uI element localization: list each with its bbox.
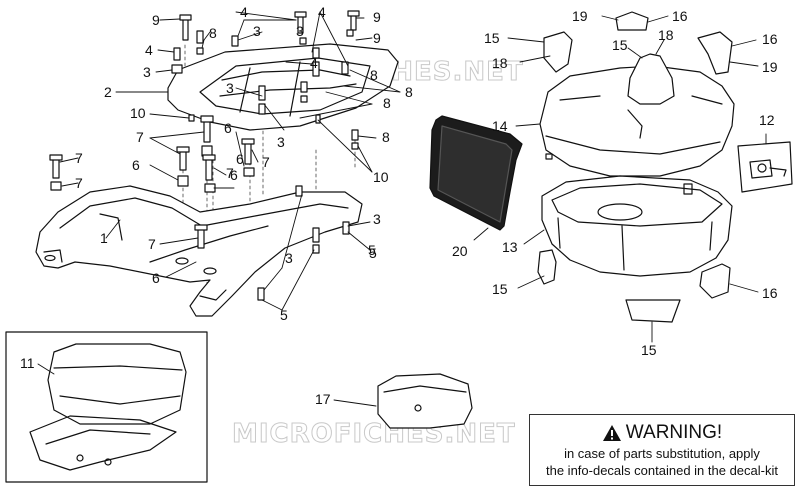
callout-3: 3 — [373, 211, 381, 227]
callout-4: 4 — [145, 42, 153, 58]
callout-16: 16 — [672, 8, 688, 24]
callout-15: 15 — [641, 342, 657, 358]
leader-lines — [37, 11, 767, 407]
callout-6: 6 — [230, 167, 238, 183]
callout-8: 8 — [209, 25, 217, 41]
callout-6: 6 — [132, 157, 140, 173]
callout-5: 5 — [280, 307, 288, 323]
callout-12: 12 — [759, 112, 775, 128]
callout-19: 19 — [572, 8, 588, 24]
rack-plate — [167, 43, 399, 131]
callout-16: 16 — [762, 31, 778, 47]
callout-7: 7 — [226, 165, 234, 181]
callout-3: 3 — [277, 134, 285, 150]
callout-4: 4 — [318, 4, 326, 20]
callout-8: 8 — [370, 67, 378, 83]
callout-11: 11 — [20, 355, 35, 371]
callout-7: 7 — [262, 154, 270, 170]
side-covers — [537, 11, 733, 323]
callout-3: 3 — [253, 23, 261, 39]
callout-5: 5 — [368, 242, 376, 258]
callout-16: 16 — [762, 285, 778, 301]
backrest-pad — [429, 115, 523, 231]
callout-14: 14 — [492, 118, 508, 134]
callout-10: 10 — [373, 169, 389, 185]
warning-notice: WARNING! in case of parts substitution, … — [529, 414, 795, 486]
watermark-bottom: MICROFICHES.NET — [232, 419, 516, 449]
callout-2: 2 — [104, 84, 112, 100]
warning-text-line-2: the info-decals contained in the decal-k… — [546, 463, 778, 478]
callout-18: 18 — [492, 55, 508, 71]
callout-3: 3 — [296, 23, 304, 39]
callout-8: 8 — [405, 84, 413, 100]
callout-15: 15 — [484, 30, 500, 46]
lock-assembly — [737, 141, 793, 193]
callout-5: 5 — [369, 245, 377, 261]
fasteners — [49, 10, 360, 301]
callout-1: 1 — [100, 230, 108, 246]
callout-4: 4 — [310, 55, 318, 71]
callout-9: 9 — [373, 30, 381, 46]
inner-bag — [377, 373, 473, 429]
callout-7: 7 — [136, 129, 144, 145]
callout-15: 15 — [612, 37, 628, 53]
callout-3: 3 — [143, 64, 151, 80]
callout-13: 13 — [502, 239, 518, 255]
callout-10: 10 — [130, 105, 146, 121]
callout-4: 4 — [240, 4, 248, 20]
callout-7: 7 — [148, 236, 156, 252]
callout-6: 6 — [224, 120, 232, 136]
top-case-base — [541, 175, 733, 277]
warning-triangle-icon — [602, 425, 621, 441]
callout-7: 7 — [75, 175, 83, 191]
callout-6: 6 — [152, 270, 160, 286]
callout-8: 8 — [382, 129, 390, 145]
callout-9: 9 — [373, 9, 381, 25]
callout-20: 20 — [452, 243, 468, 259]
inset-frame — [5, 331, 208, 483]
callout-3: 3 — [285, 250, 293, 266]
top-case-lid — [539, 53, 735, 177]
callout-6: 6 — [236, 151, 244, 167]
warning-header: WARNING! — [530, 421, 794, 445]
callout-8: 8 — [383, 95, 391, 111]
callout-17: 17 — [315, 391, 331, 407]
support-bracket — [35, 185, 363, 317]
callout-9: 9 — [152, 12, 160, 28]
callout-18: 18 — [658, 27, 674, 43]
callout-15: 15 — [492, 281, 508, 297]
callout-7: 7 — [75, 150, 83, 166]
callout-3: 3 — [226, 80, 234, 96]
warning-text-line-1: in case of parts substitution, apply — [564, 446, 760, 461]
warning-title: WARNING! — [625, 422, 723, 443]
callout-19: 19 — [762, 59, 778, 75]
